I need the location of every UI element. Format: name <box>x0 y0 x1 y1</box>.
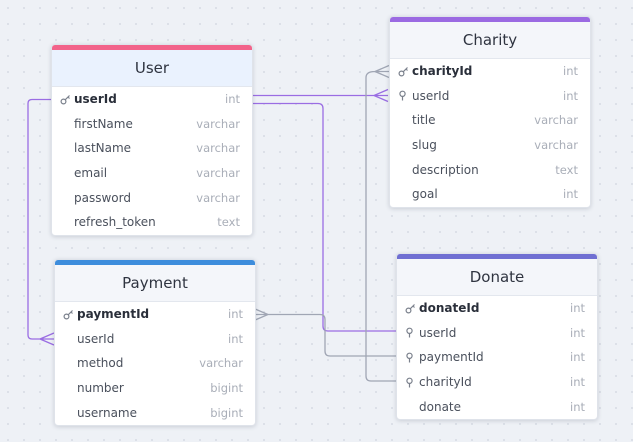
column-name: userId <box>77 331 115 346</box>
link-user-donate[interactable] <box>252 102 396 332</box>
key-icon <box>60 94 74 105</box>
table-title[interactable]: Payment <box>55 265 255 302</box>
column-row[interactable]: userId int <box>52 87 252 112</box>
column-type: bigint <box>210 405 243 420</box>
foreign-key-icon <box>398 90 412 101</box>
column-row[interactable]: title varchar <box>390 108 590 133</box>
foreign-key-icon <box>405 352 419 363</box>
key-icon <box>63 309 77 320</box>
column-name: title <box>412 113 436 128</box>
column-name: slug <box>412 138 437 153</box>
column-name: userId <box>419 325 457 340</box>
foreign-key-icon <box>405 327 419 338</box>
table-payment[interactable]: Payment paymentId int userId int method varch… <box>54 259 256 426</box>
column-type: varchar <box>199 356 243 371</box>
column-name: description <box>412 162 479 177</box>
table-charity[interactable]: Charity charityId int userId int title varcha… <box>389 16 591 208</box>
table-title[interactable]: Donate <box>397 259 597 296</box>
column-type: int <box>563 88 578 103</box>
column-type: int <box>570 301 585 316</box>
column-name: paymentId <box>77 307 150 322</box>
column-type: text <box>555 162 578 177</box>
table-accent-bar <box>55 260 255 265</box>
key-icon <box>405 303 419 314</box>
column-type: varchar <box>534 113 578 128</box>
column-name: password <box>74 190 131 205</box>
key-icon <box>398 66 412 77</box>
column-row[interactable]: username bigint <box>55 400 255 425</box>
column-row[interactable]: password varchar <box>52 185 252 210</box>
column-type: varchar <box>534 138 578 153</box>
column-type: int <box>225 92 240 107</box>
column-name: email <box>74 166 108 181</box>
column-name: username <box>77 405 137 420</box>
column-row[interactable]: slug varchar <box>390 133 590 158</box>
column-row[interactable]: lastName varchar <box>52 136 252 161</box>
column-row[interactable]: number bigint <box>55 376 255 401</box>
column-name: method <box>77 356 124 371</box>
link-charity-donate[interactable] <box>365 64 396 382</box>
column-row[interactable]: refresh_token text <box>52 210 252 235</box>
table-user[interactable]: User userId int firstName varchar lastName va… <box>51 44 253 236</box>
column-row[interactable]: donateId int <box>397 296 597 321</box>
column-name: donateId <box>419 301 480 316</box>
column-type: int <box>563 64 578 79</box>
column-name: lastName <box>74 141 132 156</box>
column-row[interactable]: description text <box>390 157 590 182</box>
column-type: int <box>570 375 585 390</box>
column-row[interactable]: paymentId int <box>397 345 597 370</box>
column-name: paymentId <box>419 350 484 365</box>
table-accent-bar <box>397 254 597 259</box>
column-row[interactable]: userId int <box>390 84 590 109</box>
column-row[interactable]: userId int <box>55 327 255 352</box>
column-row[interactable]: donate int <box>397 394 597 419</box>
table-title[interactable]: Charity <box>390 22 590 59</box>
link-user-payment[interactable] <box>27 98 55 346</box>
column-type: int <box>228 307 243 322</box>
column-type: int <box>563 187 578 202</box>
column-row[interactable]: paymentId int <box>55 302 255 327</box>
column-type: int <box>570 399 585 414</box>
column-type: varchar <box>196 190 240 205</box>
column-name: goal <box>412 187 438 202</box>
column-type: int <box>228 331 243 346</box>
column-name: number <box>77 381 124 396</box>
column-row[interactable]: method varchar <box>55 351 255 376</box>
link-payment-donate[interactable] <box>253 307 396 357</box>
column-type: int <box>570 350 585 365</box>
column-type: varchar <box>196 116 240 131</box>
column-row[interactable]: goal int <box>390 182 590 207</box>
column-name: userId <box>412 88 450 103</box>
foreign-key-icon <box>405 377 419 388</box>
table-accent-bar <box>390 17 590 22</box>
column-name: refresh_token <box>74 215 156 230</box>
column-type: text <box>217 215 240 230</box>
column-row[interactable]: charityId int <box>397 370 597 395</box>
column-row[interactable]: charityId int <box>390 59 590 84</box>
column-name: userId <box>74 92 117 107</box>
column-name: charityId <box>412 64 473 79</box>
link-user-charity[interactable] <box>252 88 389 103</box>
column-type: bigint <box>210 381 243 396</box>
column-name: donate <box>419 399 462 414</box>
column-type: varchar <box>196 166 240 181</box>
column-row[interactable]: userId int <box>397 321 597 346</box>
column-type: int <box>570 325 585 340</box>
column-name: firstName <box>74 116 133 131</box>
table-accent-bar <box>52 45 252 50</box>
column-row[interactable]: email varchar <box>52 161 252 186</box>
column-row[interactable]: firstName varchar <box>52 112 252 137</box>
column-name: charityId <box>419 375 472 390</box>
table-title[interactable]: User <box>52 50 252 87</box>
column-type: varchar <box>196 141 240 156</box>
